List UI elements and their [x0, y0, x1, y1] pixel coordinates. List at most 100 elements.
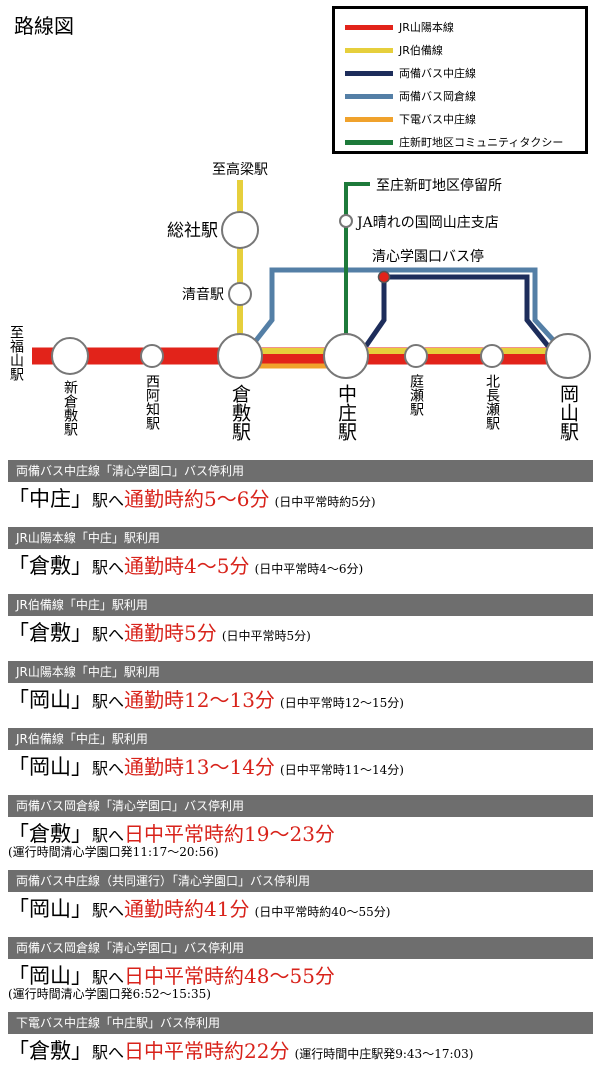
legend-item-jr-hakubi: JR伯備線 — [345, 40, 443, 60]
label-kiyone: 清音駅 — [182, 286, 224, 303]
route-to: 駅へ — [92, 625, 125, 644]
label-shinkurashiki: 新倉敷駅 — [62, 380, 78, 436]
route-operating-hours: (運行時間清心学園口発6:52〜15:35) — [8, 987, 211, 1001]
route-header: JR伯備線「中庄」駅利用 — [8, 594, 593, 616]
label-kitanagase: 北長瀬駅 — [484, 374, 500, 430]
station-soja — [221, 211, 259, 249]
route-header: 両備バス岡倉線「清心学園口」バス停利用 — [8, 937, 593, 959]
station-shinkurashiki — [51, 337, 89, 375]
legend-swatch — [345, 93, 393, 99]
legend-swatch — [345, 24, 393, 30]
line-community-taxi — [344, 182, 370, 338]
route-station: 「岡山」 — [8, 755, 92, 779]
legend-label: 両備バス中庄線 — [399, 67, 476, 80]
legend-swatch — [345, 70, 393, 76]
route-list: 両備バス中庄線「清心学園口」バス停利用 「中庄」駅へ通勤時約5〜6分 (日中平常… — [8, 460, 593, 1068]
route-operating-hours: (運行時間清心学園口発11:17〜20:56) — [8, 845, 219, 859]
route-info: 「岡山」駅へ通勤時13〜14分 (日中平常時11〜14分) — [8, 750, 593, 784]
page-title: 路線図 — [14, 14, 74, 38]
route-to: 駅へ — [92, 692, 125, 711]
route-header: 両備バス岡倉線「清心学園口」バス停利用 — [8, 795, 593, 817]
route-time: 通勤時12〜13分 — [124, 688, 275, 712]
legend-swatch — [345, 47, 393, 53]
route-note: (日中平常時5分) — [221, 629, 311, 643]
route-info: 「倉敷」駅へ日中平常時約22分 (運行時間中庄駅発9:43〜17:03) — [8, 1034, 593, 1068]
station-okayama — [545, 333, 591, 379]
station-kitanagase — [480, 344, 504, 368]
route-info: 「岡山」駅へ通勤時約41分 (日中平常時約40〜55分) — [8, 892, 593, 926]
route-time: 日中平常時約19〜23分 — [124, 822, 335, 846]
route-station: 「倉敷」 — [8, 621, 92, 645]
route-info: 「倉敷」駅へ通勤時4〜5分 (日中平常時4〜6分) — [8, 549, 593, 583]
route-to: 駅へ — [92, 968, 125, 987]
route-station: 「倉敷」 — [8, 1039, 92, 1063]
label-nishiachi: 西阿知駅 — [144, 374, 160, 430]
stop-seishin-gakuen — [377, 270, 391, 284]
route-header: JR山陽本線「中庄」駅利用 — [8, 661, 593, 683]
legend-label: JR伯備線 — [399, 44, 443, 57]
route-station: 「倉敷」 — [8, 554, 92, 578]
label-ja-branch: JA晴れの国岡山庄支店 — [355, 214, 499, 231]
route-time: 通勤時約41分 — [124, 897, 250, 921]
label-dir-takahashi: 至高梁駅 — [212, 161, 268, 178]
route-item: 下電バス中庄線「中庄駅」バス停利用 「倉敷」駅へ日中平常時約22分 (運行時間中… — [8, 1012, 593, 1068]
legend-label: 両備バス岡倉線 — [399, 90, 476, 103]
label-nakasho: 中庄駅 — [335, 384, 357, 442]
label-edge-left: 至福山駅 — [8, 325, 24, 381]
route-time: 通勤時約5〜6分 — [124, 487, 270, 511]
station-kiyone — [228, 282, 252, 306]
label-dir-community: 至庄新町地区停留所 — [376, 177, 502, 194]
route-time: 日中平常時約22分 — [124, 1039, 290, 1063]
label-niwase: 庭瀬駅 — [408, 373, 424, 416]
route-note: (日中平常時4〜6分) — [254, 562, 364, 576]
legend-box: JR山陽本線 JR伯備線 両備バス中庄線 両備バス岡倉線 下電バス中庄線 庄新町… — [332, 6, 588, 154]
legend-label: 庄新町地区コミュニティタクシー — [399, 136, 564, 149]
route-item: JR伯備線「中庄」駅利用 「岡山」駅へ通勤時13〜14分 (日中平常時11〜14… — [8, 728, 593, 784]
route-item: 両備バス岡倉線「清心学園口」バス停利用 「岡山」駅へ日中平常時約48〜55分 (… — [8, 937, 593, 1001]
legend-item-ryobi-okakura: 両備バス岡倉線 — [345, 86, 476, 106]
station-nakasho — [323, 333, 369, 379]
label-okayama: 岡山駅 — [557, 384, 579, 442]
route-note: (運行時間中庄駅発9:43〜17:03) — [294, 1047, 474, 1061]
route-header: 両備バス中庄線「清心学園口」バス停利用 — [8, 460, 593, 482]
line-ryobi-nakasho — [363, 274, 550, 348]
legend-swatch — [345, 116, 393, 122]
route-header: 両備バス中庄線（共同運行）「清心学園口」バス停利用 — [8, 870, 593, 892]
legend-item-shimoden-nakasho: 下電バス中庄線 — [345, 109, 476, 129]
legend-swatch — [345, 139, 393, 145]
route-to: 駅へ — [92, 826, 125, 845]
route-note: (日中平常時12〜15分) — [280, 696, 404, 710]
label-seishin-stop: 清心学園口バス停 — [372, 248, 484, 265]
stop-ja-branch — [339, 214, 353, 228]
route-station: 「岡山」 — [8, 897, 92, 921]
station-niwase — [404, 344, 428, 368]
route-station: 「中庄」 — [8, 487, 92, 511]
route-header: JR山陽本線「中庄」駅利用 — [8, 527, 593, 549]
route-info: 「倉敷」駅へ日中平常時約19〜23分 — [8, 817, 593, 851]
route-note: (日中平常時11〜14分) — [280, 763, 404, 777]
legend-item-jr-sanyo: JR山陽本線 — [345, 17, 454, 37]
route-to: 駅へ — [92, 759, 125, 778]
route-time: 通勤時5分 — [124, 621, 217, 645]
route-info: 「岡山」駅へ日中平常時約48〜55分 — [8, 959, 593, 993]
route-item: 両備バス中庄線（共同運行）「清心学園口」バス停利用 「岡山」駅へ通勤時約41分 … — [8, 870, 593, 926]
route-note: (日中平常時約5分) — [274, 495, 376, 509]
route-station: 「岡山」 — [8, 964, 92, 988]
route-to: 駅へ — [92, 1043, 125, 1062]
legend-label: JR山陽本線 — [399, 21, 454, 34]
route-info: 「倉敷」駅へ通勤時5分 (日中平常時5分) — [8, 616, 593, 650]
line-ryobi-okakura — [252, 267, 558, 345]
route-note: (日中平常時約40〜55分) — [254, 905, 391, 919]
route-to: 駅へ — [92, 558, 125, 577]
station-nishiachi — [140, 344, 164, 368]
route-header: 下電バス中庄線「中庄駅」バス停利用 — [8, 1012, 593, 1034]
route-to: 駅へ — [92, 491, 125, 510]
route-item: JR山陽本線「中庄」駅利用 「倉敷」駅へ通勤時4〜5分 (日中平常時4〜6分) — [8, 527, 593, 583]
route-to: 駅へ — [92, 901, 125, 920]
route-info: 「中庄」駅へ通勤時約5〜6分 (日中平常時約5分) — [8, 482, 593, 516]
label-kurashiki: 倉敷駅 — [229, 384, 251, 442]
legend-item-ryobi-nakasho: 両備バス中庄線 — [345, 63, 476, 83]
route-item: 両備バス岡倉線「清心学園口」バス停利用 「倉敷」駅へ日中平常時約19〜23分 (… — [8, 795, 593, 859]
route-header: JR伯備線「中庄」駅利用 — [8, 728, 593, 750]
route-time: 通勤時4〜5分 — [124, 554, 250, 578]
